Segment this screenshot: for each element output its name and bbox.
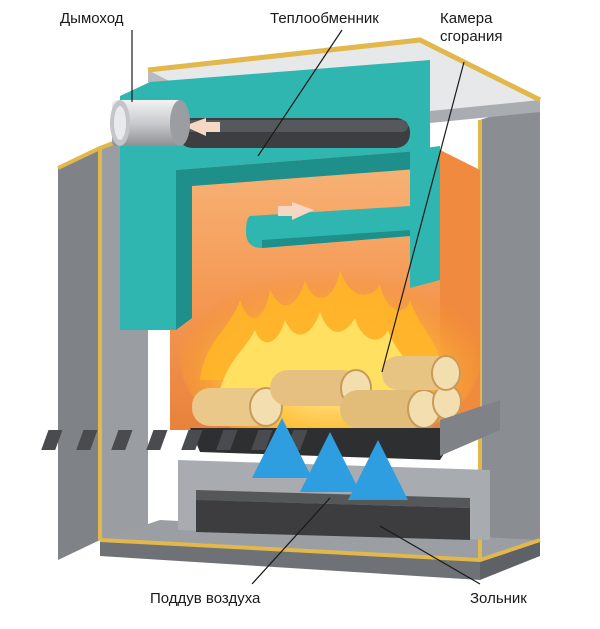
label-ash-pan: Зольник <box>470 590 527 607</box>
label-air-supply: Поддув воздуха <box>150 590 261 607</box>
label-combustion-chamber-2: сгорания <box>440 28 503 45</box>
air-flow-arrows <box>252 418 408 500</box>
label-heat-exchanger: Теплообменник <box>270 10 379 27</box>
label-chimney: Дымоход <box>60 10 124 27</box>
heat-exchanger <box>120 60 440 330</box>
label-combustion-chamber-1: Камера <box>440 10 493 27</box>
chimney-pipe <box>110 100 190 146</box>
leader-lines <box>131 29 481 585</box>
ash-pan <box>178 460 490 540</box>
firewood-logs <box>192 355 462 429</box>
